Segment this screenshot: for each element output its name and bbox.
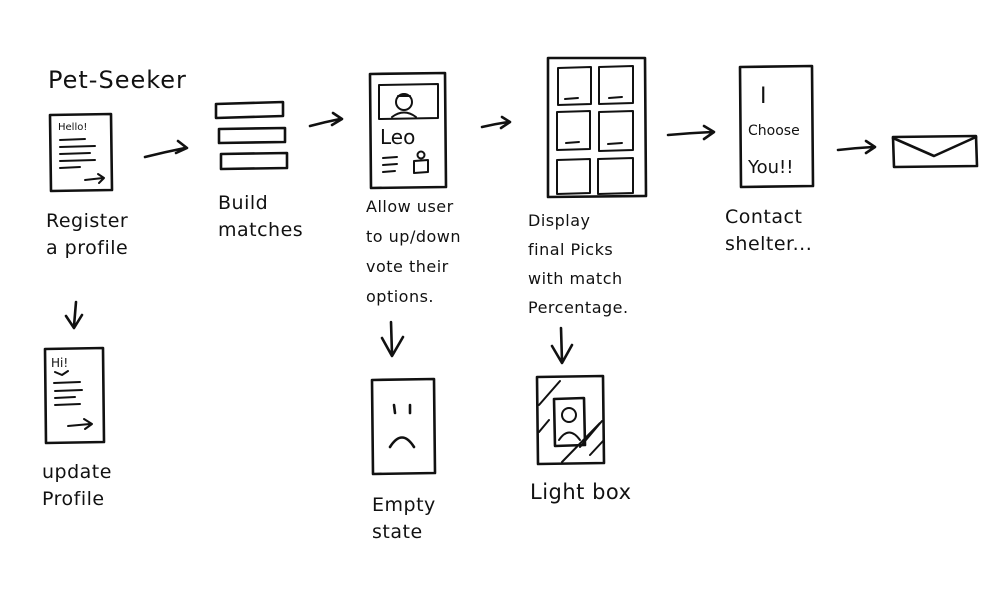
arrow-vote-to-empty <box>380 320 405 358</box>
final-picks-screen <box>546 56 648 199</box>
arrow-register-to-build <box>143 139 189 159</box>
contact-screen: I Choose You!! <box>738 64 815 189</box>
caption-update: update Profile <box>42 461 112 510</box>
caption-build: Build matches <box>218 192 304 241</box>
update-screen-greeting: Hi! <box>51 356 68 370</box>
caption-contact: Contact shelter... <box>725 206 813 255</box>
contact-screen-line-3: You!! <box>747 157 793 178</box>
caption-register: Register a profile <box>46 210 129 259</box>
caption-display: Display final Picks with match Percentag… <box>528 211 629 317</box>
caption-vote: Allow user to up/down vote their options… <box>366 197 462 306</box>
register-profile-screen: Hello! <box>48 112 114 193</box>
update-profile-screen: Hi! <box>43 346 106 445</box>
build-matches-list <box>214 100 289 171</box>
arrow-build-to-vote <box>308 111 344 128</box>
caption-empty: Empty state <box>372 494 436 543</box>
arrow-contact-to-email <box>836 139 877 155</box>
contact-screen-line-1: I <box>760 84 767 109</box>
register-screen-greeting: Hello! <box>58 122 87 133</box>
arrow-vote-to-display <box>480 115 512 130</box>
vote-screen: Leo <box>368 71 448 190</box>
diagram-title: Pet-Seeker <box>48 66 187 94</box>
contact-screen-line-2: Choose <box>748 123 800 139</box>
arrow-display-to-contact <box>666 124 716 141</box>
arrow-register-to-update <box>64 300 84 330</box>
arrow-display-to-lightbox <box>550 326 574 365</box>
empty-state-screen <box>370 377 437 476</box>
caption-lightbox: Light box <box>530 480 632 504</box>
envelope-icon <box>891 134 979 169</box>
lightbox-screen <box>535 374 606 466</box>
vote-screen-pet-name: Leo <box>380 125 415 149</box>
